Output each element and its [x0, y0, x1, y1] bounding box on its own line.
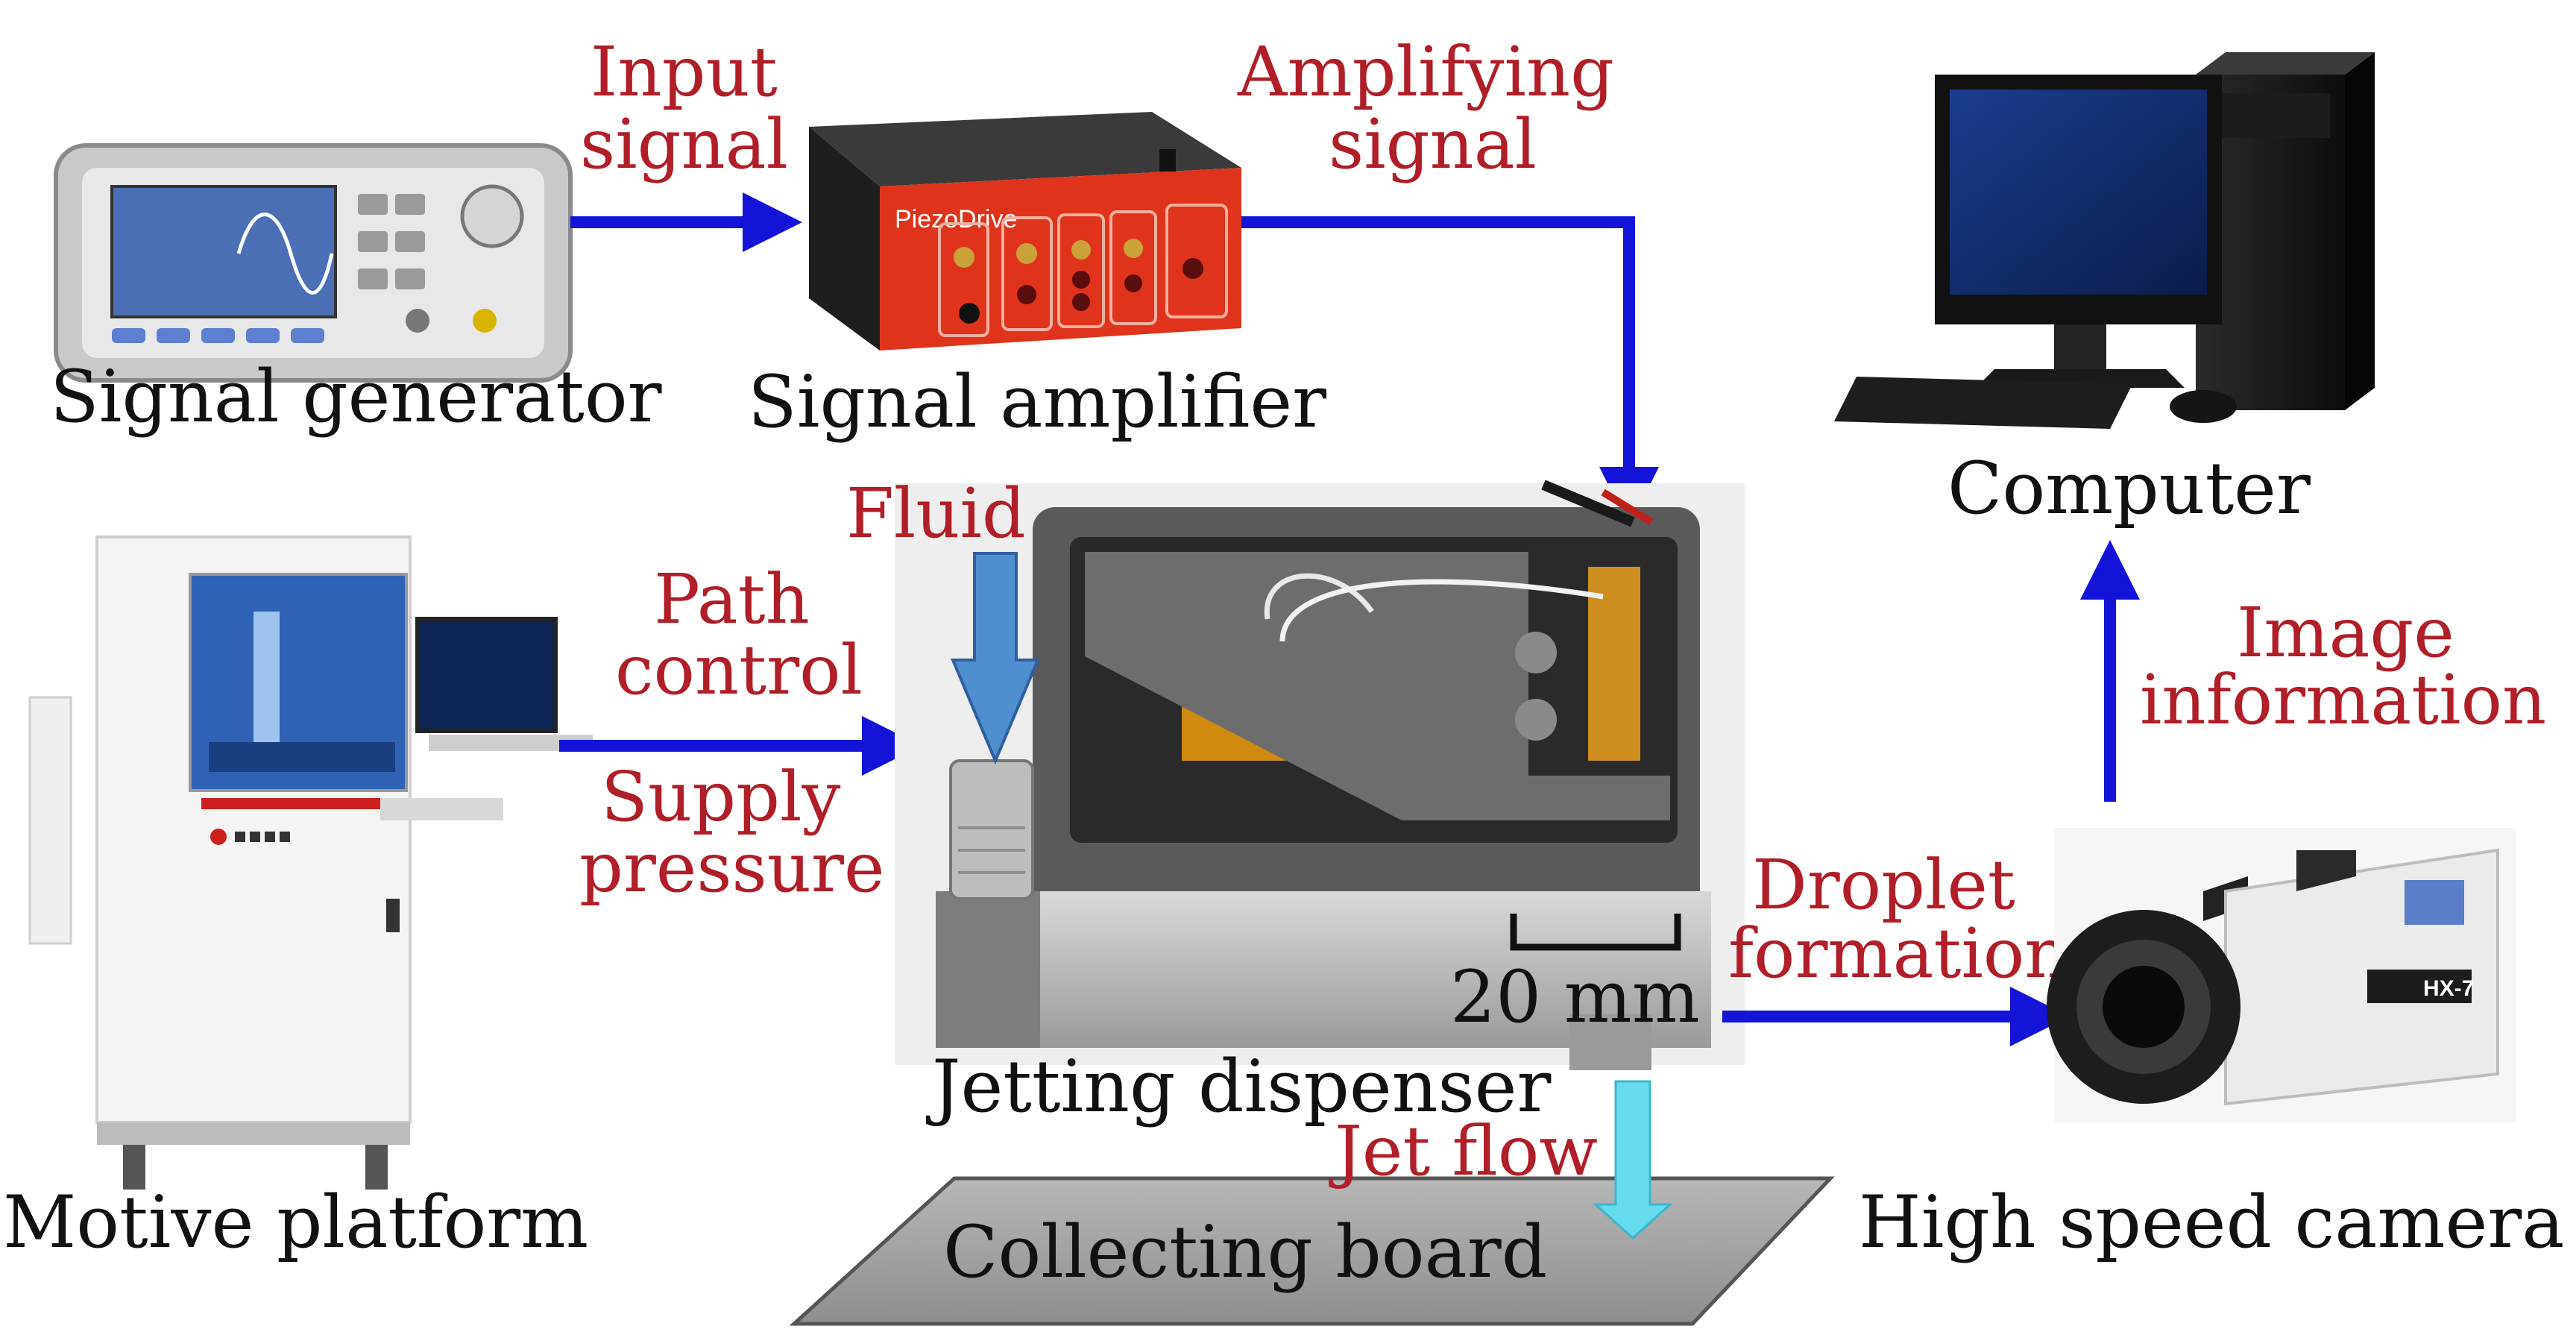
jet-flow-label: Jet flow — [1329, 1111, 1598, 1191]
amplifier-brand: PiezoDrive — [895, 205, 1017, 233]
platform-monitor — [415, 617, 558, 733]
fluid-inlet-fitting — [949, 759, 1034, 900]
collecting-board — [789, 1176, 1835, 1326]
jetting-dispenser-label: Jetting dispenser — [925, 1045, 1552, 1128]
signal-generator-label: Signal generator — [50, 355, 662, 439]
supply-pressure-label: Supply pressure — [579, 757, 884, 908]
signal-amplifier-device: PiezoDrive — [809, 112, 1241, 351]
scale-bar — [1510, 914, 1681, 951]
lever-arm — [1085, 552, 1528, 820]
mouse-icon — [2170, 390, 2237, 423]
collecting-board-label: Collecting board — [943, 1210, 1547, 1294]
path-control-label: Path control — [615, 559, 863, 710]
motive-platform-label: Motive platform — [3, 1181, 588, 1264]
computer-label: Computer — [1947, 447, 2311, 530]
computer-device — [1834, 52, 2375, 429]
high-speed-camera-device: HX-7 — [2047, 828, 2516, 1122]
keyboard-icon — [1834, 377, 2132, 429]
jet-flow-arrow — [1593, 1080, 1673, 1240]
droplet-formation-label: Droplet formation — [1728, 845, 2069, 993]
amplifying-signal-label: Amplifying signal — [1237, 32, 1636, 184]
jetting-dispenser-device — [895, 480, 1745, 1070]
nozzle-spring — [1588, 567, 1640, 761]
scale-bar-label: 20 mm — [1450, 955, 1700, 1039]
image-information-label: Image information — [2140, 593, 2546, 740]
motive-platform-device — [28, 535, 593, 1190]
input-signal-label: Input signal — [580, 32, 799, 184]
high-speed-camera-label: High speed camera — [1859, 1181, 2565, 1264]
camera-brand: HX-7 — [2423, 976, 2474, 1001]
signal-generator-device — [54, 143, 573, 383]
knob-icon — [460, 184, 524, 248]
generator-screen — [110, 185, 337, 318]
amplifying-signal-arrow — [1241, 216, 1659, 527]
signal-amplifier-label: Signal amplifier — [748, 360, 1326, 444]
fluid-label: Fluid — [846, 474, 1026, 553]
fluid-arrow — [950, 552, 1041, 765]
